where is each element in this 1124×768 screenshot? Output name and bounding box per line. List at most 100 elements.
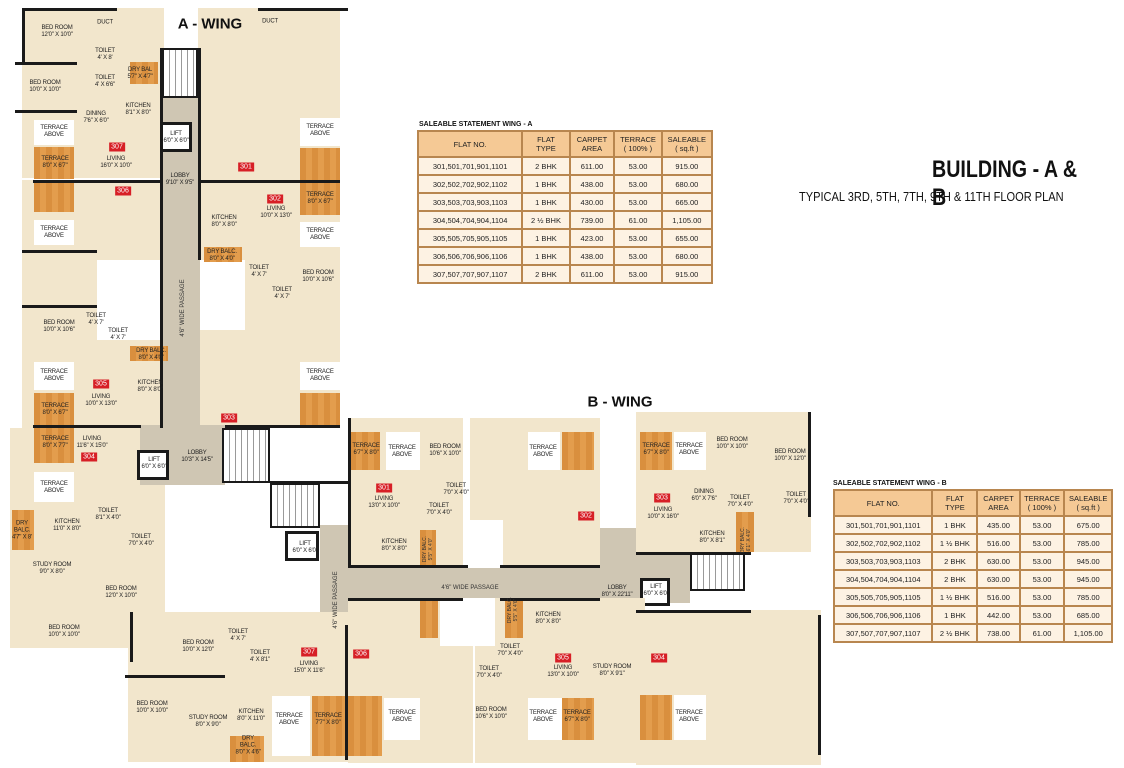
room-label: BED ROOM 10'0" X 10'0"	[136, 701, 168, 714]
room-label: BED ROOM 10'0" X 10'6"	[302, 270, 334, 283]
room-label: DRY BALC. 8'0" X 4'6"	[235, 735, 261, 756]
table-cell: 915.00	[662, 266, 711, 282]
room-label: BED ROOM 10'6" X 10'0"	[475, 707, 507, 720]
room-label: STUDY ROOM 9'0" X 8'0"	[32, 562, 72, 575]
room-label: TERRACE 7'7" X 8'0"	[314, 713, 342, 726]
flat-number-tag: 303	[654, 493, 670, 503]
b-wing-shaft	[463, 520, 503, 568]
table-cell: 611.00	[570, 266, 614, 282]
room-label: KITCHEN 8'0" X 8'0"	[535, 612, 561, 625]
flat-number-tag: 305	[93, 379, 109, 389]
room-label: TERRACE 6'7" X 8'0"	[352, 443, 380, 456]
dry-balcony-label: DRY BALC. 5'5" X 4'6"	[507, 596, 519, 624]
table-cell: 2 BHK	[933, 571, 977, 587]
room-label: DRY BAL 5'7" X 4'7"	[127, 67, 153, 80]
room-label: DINING 7'6" X 6'0"	[83, 111, 109, 124]
room-label: TOILET 4' X 7'	[228, 629, 248, 642]
terrace-above	[674, 695, 706, 740]
room-label: LIVING 13'0" X 10'0"	[547, 665, 579, 678]
room-label: DUCT	[97, 19, 113, 26]
wall	[636, 552, 751, 555]
room-label: BED ROOM 10'0" X 10'0"	[29, 80, 61, 93]
room-label: BED ROOM 10'0" X 10'6"	[43, 320, 75, 333]
room-label: DRY BALC. 8'0" X 4'0"	[136, 348, 166, 361]
room-label: BED ROOM 10'0" X 10'0"	[48, 625, 80, 638]
room-label: TERRACE ABOVE	[275, 713, 303, 726]
table-cell: 53.00	[615, 230, 661, 246]
terrace-wood	[562, 432, 594, 470]
table-cell: 685.00	[1065, 607, 1111, 623]
room-label: TOILET 4' X 7'	[108, 328, 128, 341]
dry-balcony	[12, 510, 34, 550]
wall	[22, 250, 97, 253]
a-wing-staircase-top	[162, 48, 198, 98]
room-label: LIVING 13'0" X 10'0"	[368, 496, 400, 509]
building-title: BUILDING - A & B	[932, 156, 1078, 211]
flat-number-tag: 307	[109, 142, 125, 152]
b-wing-staircase	[270, 483, 320, 528]
table-cell: 307,507,707,907,1107	[835, 625, 932, 641]
table-cell: 302,502,702,902,1102	[419, 176, 522, 192]
table-cell: 53.00	[1020, 517, 1064, 533]
room-label: TERRACE ABOVE	[529, 710, 557, 723]
wall	[348, 598, 463, 601]
building-subtitle: TYPICAL 3RD, 5TH, 7TH, 9TH & 11TH FLOOR …	[799, 189, 1064, 204]
room-label: LIFT 6'0" X 6'0"	[141, 457, 167, 470]
table-cell: 1 BHK	[523, 248, 569, 264]
terrace-above	[384, 698, 420, 740]
table-cell: 785.00	[1065, 535, 1111, 551]
table-cell: 53.00	[1020, 607, 1064, 623]
table-cell: 1,105.00	[662, 212, 711, 228]
room-label: TERRACE ABOVE	[40, 481, 68, 494]
dry-balcony	[420, 530, 436, 568]
wall	[500, 565, 600, 568]
room-label: KITCHEN 8'0" X 11'0"	[237, 709, 265, 722]
terrace-above	[34, 220, 74, 245]
terrace-above	[674, 432, 706, 470]
flat-number-tag: 302	[578, 511, 594, 521]
wall	[15, 110, 77, 113]
table-cell: 1 BHK	[523, 230, 569, 246]
terrace-wood	[562, 698, 594, 740]
wall	[200, 180, 340, 183]
table-cell: 630.00	[978, 571, 1019, 587]
room-label: TOILET 4' X 7'	[86, 313, 106, 326]
table-cell: 945.00	[1065, 571, 1111, 587]
table-cell: 1 ½ BHK	[933, 589, 977, 605]
column-header: TERRACE ( 100% )	[615, 132, 661, 156]
table-cell: 1 BHK	[523, 194, 569, 210]
terrace-above	[300, 362, 340, 390]
table-cell: 305,505,705,905,1105	[419, 230, 522, 246]
table-cell: 611.00	[570, 158, 614, 174]
table-cell: 438.00	[570, 176, 614, 192]
terrace-above	[34, 362, 74, 390]
room-label: TERRACE ABOVE	[675, 710, 703, 723]
room-label: BED ROOM 10'0" X 12'0"	[774, 449, 806, 462]
flat-number-tag: 307	[301, 647, 317, 657]
table-cell: 2 BHK	[523, 158, 569, 174]
wall	[808, 412, 811, 517]
room-label: DRY BALC. 8'0" X 4'0"	[207, 249, 237, 262]
table-cell: 301,501,701,901,1101	[835, 517, 932, 533]
room-label: KITCHEN 8'0" X 8'0"	[137, 380, 163, 393]
wall	[500, 598, 600, 601]
wall	[225, 425, 340, 428]
table-cell: 516.00	[978, 589, 1019, 605]
column-header: CARPET AREA	[570, 132, 614, 156]
passage-label: 4'6" WIDE PASSAGE	[333, 571, 339, 629]
terrace-above	[528, 432, 560, 470]
room-label: KITCHEN 8'0" X 8'0"	[381, 539, 407, 552]
wall	[160, 48, 163, 428]
room-label: DUCT	[262, 18, 278, 25]
